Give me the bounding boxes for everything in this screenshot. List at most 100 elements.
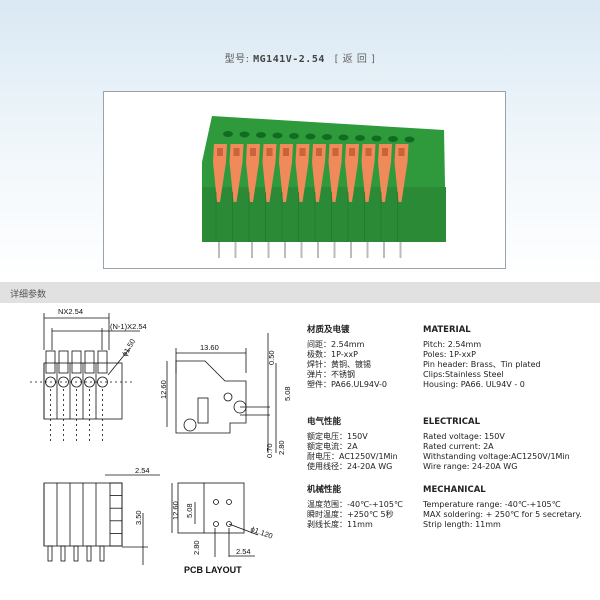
dim-label: 5.08 <box>283 386 292 401</box>
pin <box>350 242 352 258</box>
spec-line: 剥线长度：11mm <box>307 520 373 529</box>
wire-entry <box>239 131 250 138</box>
wire-hole <box>84 376 95 388</box>
spec-line: Temperature range: -40℃-+105℃ <box>423 500 561 509</box>
release-lever <box>279 144 293 202</box>
release-lever <box>394 144 409 202</box>
clamp-slot <box>45 350 56 374</box>
dim-label: 0.70 <box>265 443 274 458</box>
wire-hole <box>58 376 69 388</box>
dim-label: 2.80 <box>192 540 201 555</box>
spec-heading: MATERIAL <box>423 325 471 335</box>
spec-heading: 电气性能 <box>307 417 342 427</box>
spec-line: Withstanding voltage:AC1250V/1Min <box>423 452 570 461</box>
dim-label: 13.60 <box>200 343 219 352</box>
wire-entry <box>404 136 415 143</box>
dim-label: 0.50 <box>267 350 276 365</box>
spec-line: Pitch: 2.54mm <box>423 340 482 349</box>
clamp-slot <box>71 350 82 374</box>
spec-heading: 材质及电镀 <box>307 325 350 335</box>
dim-label: 2.54 <box>236 547 251 556</box>
back-link[interactable]: [ 返 回 ] <box>334 54 376 65</box>
spec-line: Rated voltage: 150V <box>423 432 505 441</box>
spec-heading: ELECTRICAL <box>423 417 481 427</box>
release-lever <box>246 144 260 202</box>
dim-label: ϕ1.50 <box>120 337 137 358</box>
release-lever <box>378 144 392 202</box>
release-lever <box>213 144 227 202</box>
wire-entry <box>322 134 332 140</box>
housing-base <box>202 187 446 242</box>
clamp-slot <box>97 350 108 374</box>
spec-line: 弹片：不锈钢 <box>307 370 355 379</box>
wire-entry <box>305 133 316 140</box>
wire-entry <box>371 135 382 142</box>
dim-label: 3.50 <box>134 510 143 525</box>
pin <box>317 242 319 258</box>
spec-line: Strip length: 11mm <box>423 520 501 529</box>
wire-entry <box>223 131 233 137</box>
pin <box>251 242 253 258</box>
spec-line: 间距：2.54mm <box>307 340 365 349</box>
spec-line: 使用线径：24-20A WG <box>307 462 393 471</box>
pin <box>284 242 286 258</box>
release-lever <box>345 144 359 202</box>
pcb-layout-title: PCB LAYOUT <box>184 565 242 575</box>
front-view-drawing <box>30 313 140 443</box>
terminal-block-image <box>202 116 446 258</box>
release-lever <box>328 144 343 202</box>
pin <box>99 545 105 562</box>
pin <box>366 242 369 258</box>
wire-hole <box>97 376 108 388</box>
spec-line: Clips:Stainless Steel <box>423 370 504 379</box>
spec-line: 温度范围：-40℃-+105℃ <box>307 500 403 509</box>
release-lever <box>229 144 244 202</box>
spec-line: 塑件：PA66.UL94V-0 <box>307 380 387 389</box>
pin <box>267 242 270 258</box>
dim-label: 12.60 <box>159 380 168 399</box>
release-lever <box>295 144 310 202</box>
spec-line: 耐电压：AC1250V/1Min <box>307 452 398 461</box>
spec-line: 极数：1P-xxP <box>307 350 358 359</box>
spec-line: Housing: PA66. UL94V - 0 <box>423 380 525 389</box>
dim-label: 12.60 <box>171 501 180 520</box>
clamp-slot <box>58 350 69 374</box>
clamp-slot <box>84 350 95 374</box>
release-lever <box>361 144 376 202</box>
dim-label: 2.54 <box>135 466 150 475</box>
pin <box>234 242 237 258</box>
wire-entry <box>256 132 266 138</box>
spec-line: Rated current: 2A <box>423 442 494 451</box>
pin <box>47 545 53 562</box>
spec-line: 焊针：黄铜、镀锡 <box>307 360 371 369</box>
spec-line: 瞬时温度：+250℃ 5秒 <box>307 510 394 519</box>
wire-entry <box>355 135 365 141</box>
pin <box>383 242 385 258</box>
spec-line: Pin header: Brass、Tin plated <box>423 360 541 369</box>
wire-entry <box>272 132 283 139</box>
pin <box>218 242 220 258</box>
section-header: 详细参数 <box>0 282 600 303</box>
spec-line: 额定电压：150V <box>307 432 368 441</box>
pin <box>73 545 79 562</box>
pcb-layout-drawing <box>171 482 259 557</box>
side-view-drawing <box>166 333 277 453</box>
release-lever <box>312 144 326 202</box>
dim-label: 2.80 <box>277 440 286 455</box>
dim-label: ϕ1.120 <box>249 524 274 540</box>
pin <box>86 545 92 562</box>
spec-line: Poles: 1P-xxP <box>423 350 476 359</box>
pin <box>300 242 303 258</box>
dim-label: (N-1)X2.54 <box>110 322 147 331</box>
dim-label: 5.08 <box>185 503 194 518</box>
wire-entry <box>289 133 299 139</box>
dimension-drawings: NX2.54 (N-1)X2.54 ϕ1.50 13.60 12.60 0.50… <box>30 307 292 575</box>
pin <box>333 242 336 258</box>
pin <box>399 242 402 258</box>
spec-line: Wire range: 24-20A WG <box>423 462 518 471</box>
spec-line: 额定电流：2A <box>307 442 358 451</box>
model-label: 型号: <box>224 54 250 65</box>
